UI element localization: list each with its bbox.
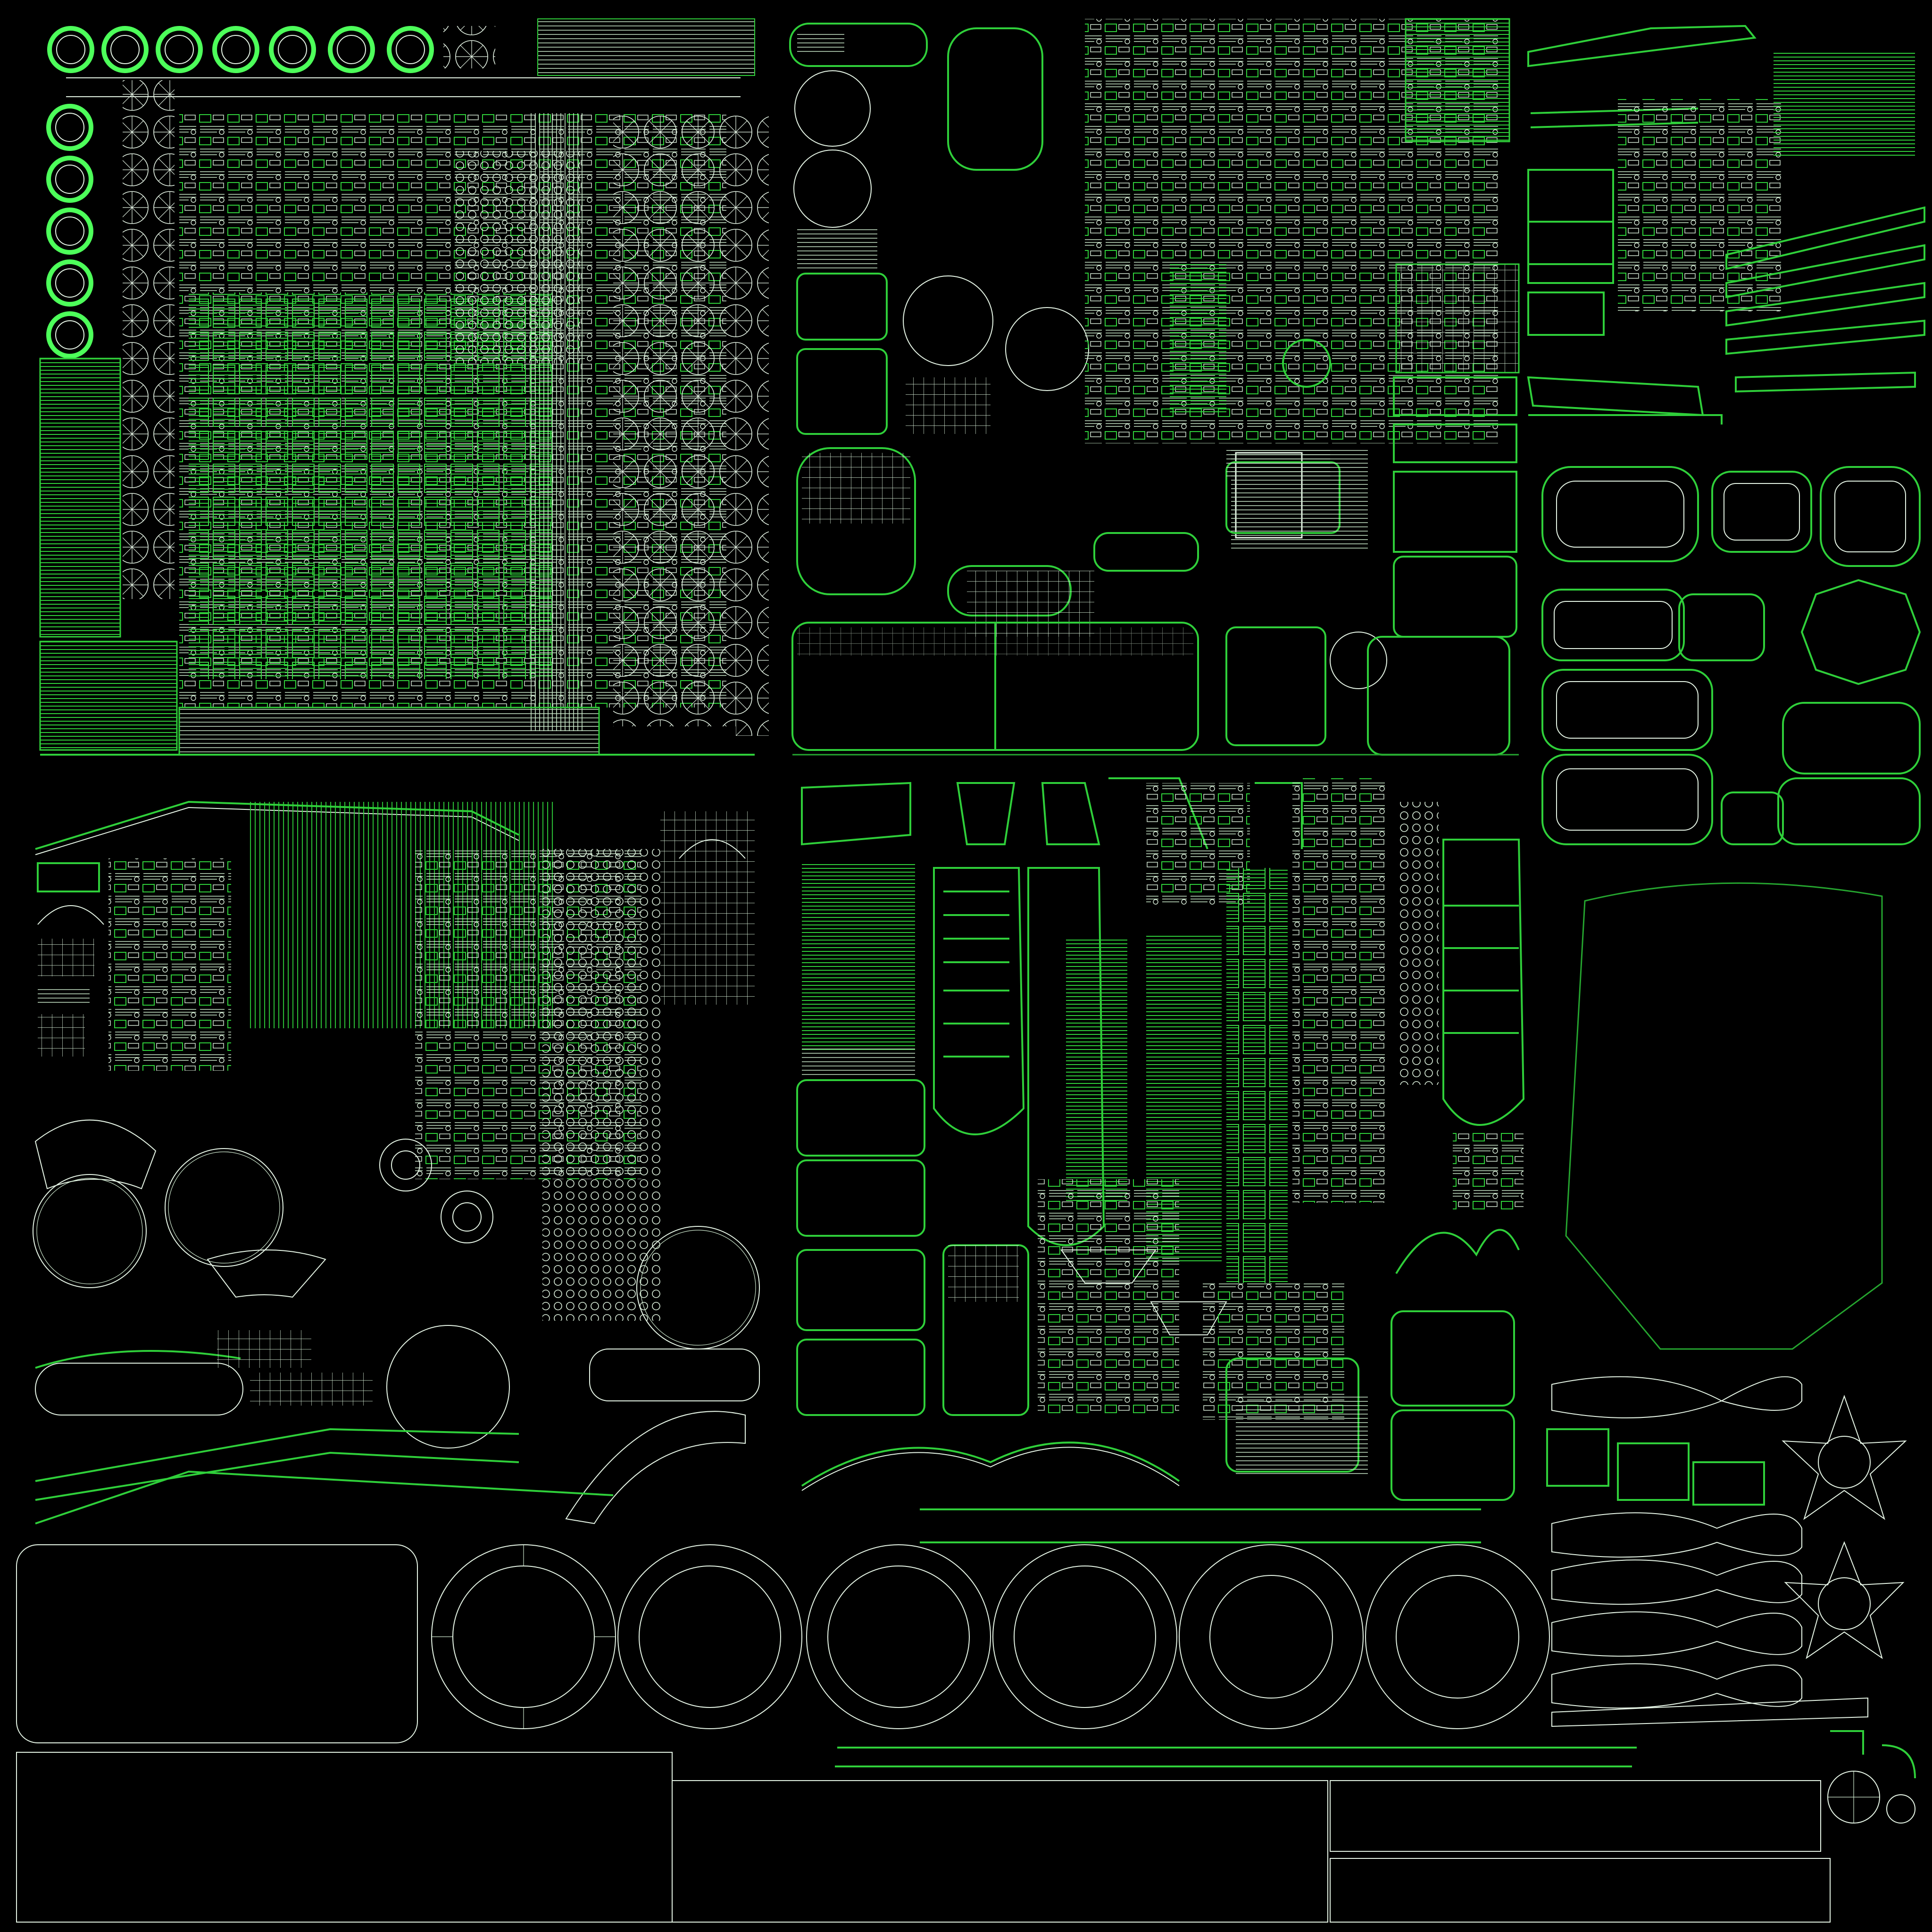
tapered-strips [1725, 206, 1925, 355]
grid-strip-3 [1330, 1780, 1821, 1852]
ring-mid-b [1005, 307, 1089, 391]
ring-column-left [46, 104, 93, 358]
island-group-mid-center [796, 777, 1525, 1543]
grid-strip-1 [16, 1752, 673, 1923]
shield-mesh [1565, 883, 1882, 1349]
gear-ring [1282, 339, 1331, 388]
tire-rings [431, 1544, 1177, 1729]
mesh-block-a [1527, 169, 1614, 284]
star-mesh-2 [1784, 1541, 1905, 1659]
u-frame-1 [933, 867, 1025, 1135]
island-group-right [1546, 882, 1916, 1824]
mesh-panel [1225, 626, 1326, 746]
rounded-grid-panel [16, 1544, 418, 1743]
island-group-bottom [16, 1544, 1831, 1923]
island-group-top-middle [789, 18, 1520, 756]
island-group-top-left [39, 18, 769, 756]
wheel-column-edge [736, 113, 769, 736]
pill-mesh [35, 1363, 243, 1416]
island-group-mid-left [33, 800, 760, 1524]
grid-strip-2 [672, 1780, 1328, 1923]
mesh-square-right [1395, 263, 1520, 374]
ring-large-b [793, 150, 872, 228]
star-mesh-1 [1782, 1394, 1907, 1520]
rounded-square-1 [796, 1079, 925, 1157]
bottom-strip [178, 707, 600, 756]
frame-island-1 [1541, 466, 1699, 562]
spoked-wheels-top [443, 26, 495, 68]
grid-strip-4 [1330, 1858, 1831, 1923]
ring-row-top [47, 26, 434, 73]
ring-mid-a [903, 275, 993, 366]
ring-left-d [386, 1325, 510, 1449]
striped-panel-left [39, 358, 121, 638]
arc-mesh [565, 1411, 746, 1524]
ring-column [542, 849, 660, 1321]
ring-left-a [33, 1174, 147, 1288]
striped-panel-bottom [39, 641, 178, 751]
ring-large-a [794, 70, 871, 147]
rounded-bar [789, 23, 928, 67]
lens-mesh-1 [1551, 1376, 1802, 1418]
green-strip-panel [802, 863, 915, 1052]
capsule-mesh [947, 27, 1043, 171]
tall-strip-block [528, 113, 585, 731]
wheel-column-right [613, 113, 736, 726]
octagon-island [1800, 579, 1921, 685]
wheel-column [123, 80, 175, 599]
strip-block [537, 18, 755, 76]
island-group-top-right [1527, 25, 1925, 845]
saddle-mesh [34, 1119, 157, 1190]
curve-strip-bottom [801, 1441, 1180, 1487]
shield-outline [796, 447, 916, 595]
ring-left-b [165, 1148, 283, 1267]
hub-wheels [1179, 1544, 1550, 1729]
